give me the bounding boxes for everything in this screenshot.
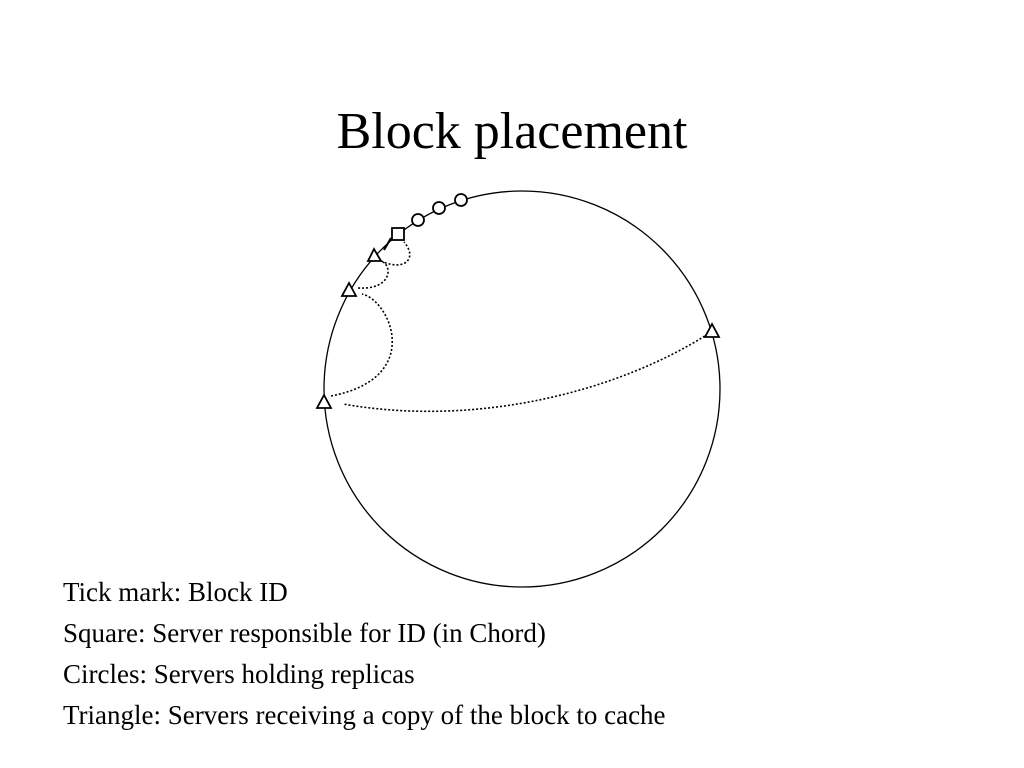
- legend-square: Square: Server responsible for ID (in Ch…: [63, 618, 546, 648]
- replica-server-circle: [432, 201, 446, 215]
- legend-tick-mark: Tick mark: Block ID: [63, 577, 288, 607]
- lookup-path-mid-to-upper: [357, 261, 389, 289]
- legend: Tick mark: Block ID Square: Server respo…: [63, 572, 983, 736]
- legend-triangle: Triangle: Servers receiving a copy of th…: [63, 700, 666, 730]
- cache-server-triangle: [315, 393, 333, 409]
- cache-server-triangle: [340, 281, 358, 297]
- replica-server-circle: [411, 213, 425, 227]
- block-id-tick-mark: [383, 237, 392, 251]
- responsible-server-square: [391, 227, 405, 241]
- slide-title: Block placement: [336, 103, 688, 160]
- lookup-path-right-to-left: [342, 333, 709, 413]
- cache-server-triangle: [366, 247, 383, 262]
- lookup-path-left-to-mid: [330, 293, 393, 397]
- identifier-ring: [323, 190, 721, 588]
- legend-circles: Circles: Servers holding replicas: [63, 659, 415, 689]
- cache-server-triangle: [703, 322, 721, 338]
- replica-server-circle: [454, 193, 468, 207]
